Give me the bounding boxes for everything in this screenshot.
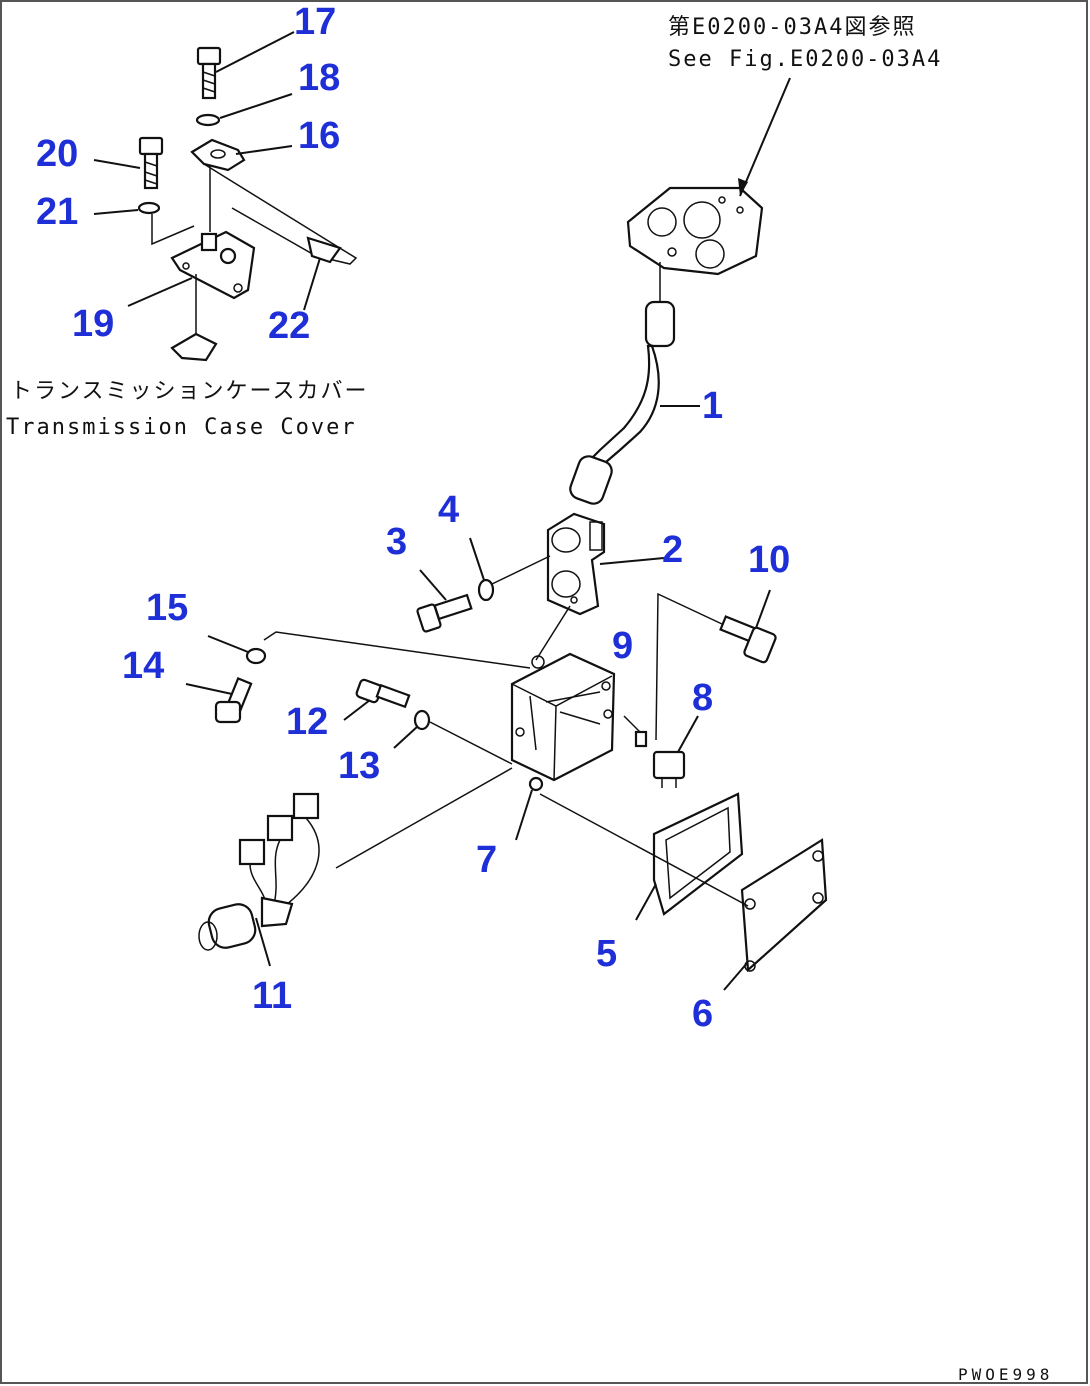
part-12-stud[interactable] [355, 678, 411, 709]
callout-10[interactable]: 10 [748, 539, 790, 581]
callout-numbers: 1 2 3 4 5 6 7 8 9 10 11 12 13 14 15 16 1… [36, 1, 790, 1035]
callout-6[interactable]: 6 [692, 993, 713, 1035]
callout-11[interactable]: 11 [252, 975, 292, 1017]
part-13-washer[interactable] [413, 709, 431, 731]
callout-4[interactable]: 4 [438, 489, 459, 531]
callout-16[interactable]: 16 [298, 115, 340, 157]
callout-1[interactable]: 1 [702, 385, 723, 427]
callout-12[interactable]: 12 [286, 701, 328, 743]
drawing-code: PWOE998 [958, 1365, 1053, 1384]
callout-8[interactable]: 8 [692, 677, 713, 719]
part-17-bolt[interactable] [196, 46, 222, 100]
callout-17[interactable]: 17 [294, 1, 336, 43]
part-15-washer[interactable] [245, 647, 267, 665]
reference-connector-plate [626, 186, 764, 276]
part-2-bracket[interactable] [546, 512, 606, 616]
part-11-harness[interactable] [198, 792, 320, 951]
part-5-gasket[interactable] [652, 792, 744, 916]
part-3-bolt[interactable] [416, 593, 473, 633]
reference-leader [739, 77, 791, 197]
part-14-bolt[interactable] [214, 677, 253, 724]
part-6-cover[interactable] [740, 838, 828, 973]
leader-10 [655, 592, 723, 741]
callout-14[interactable]: 14 [122, 645, 164, 687]
callout-22[interactable]: 22 [268, 305, 310, 347]
callout-18[interactable]: 18 [298, 57, 340, 99]
callout-13[interactable]: 13 [338, 745, 380, 787]
callout-21[interactable]: 21 [36, 191, 78, 233]
callout-15[interactable]: 15 [146, 587, 188, 629]
part-18-washer[interactable] [195, 113, 221, 127]
controller-box [510, 652, 616, 782]
leader-15 [263, 631, 531, 669]
part-16-clamp[interactable] [190, 138, 246, 172]
callout-2[interactable]: 2 [662, 529, 683, 571]
reference-note-en: See Fig.E0200-03A4 [668, 47, 942, 72]
part-9-clip[interactable] [634, 730, 648, 748]
inset-caption-en: Transmission Case Cover [6, 415, 357, 440]
part-4-washer[interactable] [477, 578, 495, 602]
reference-arrow [738, 178, 748, 196]
callout-5[interactable]: 5 [596, 933, 617, 975]
callout-20[interactable]: 20 [36, 133, 78, 175]
reference-note-jp: 第E0200-03A4図参照 [668, 15, 916, 40]
mounting-boss [170, 332, 218, 362]
part-19-plate[interactable] [170, 230, 256, 300]
inset-transmission-cover [137, 46, 358, 362]
callout-7[interactable]: 7 [476, 839, 497, 881]
inset-caption-jp: トランスミッションケースカバー [10, 379, 368, 404]
part-10-bolt[interactable] [719, 615, 777, 664]
part-20-bolt[interactable] [138, 136, 164, 190]
leader-lines [93, 31, 771, 991]
part-7-screw[interactable] [528, 776, 544, 792]
callout-19[interactable]: 19 [72, 303, 114, 345]
callout-9[interactable]: 9 [612, 625, 633, 667]
part-22-bracket[interactable] [203, 163, 358, 265]
part-1-harness[interactable] [568, 262, 676, 506]
part-21-washer[interactable] [137, 201, 161, 215]
callout-3[interactable]: 3 [386, 521, 407, 563]
part-8-relay[interactable] [652, 750, 686, 788]
